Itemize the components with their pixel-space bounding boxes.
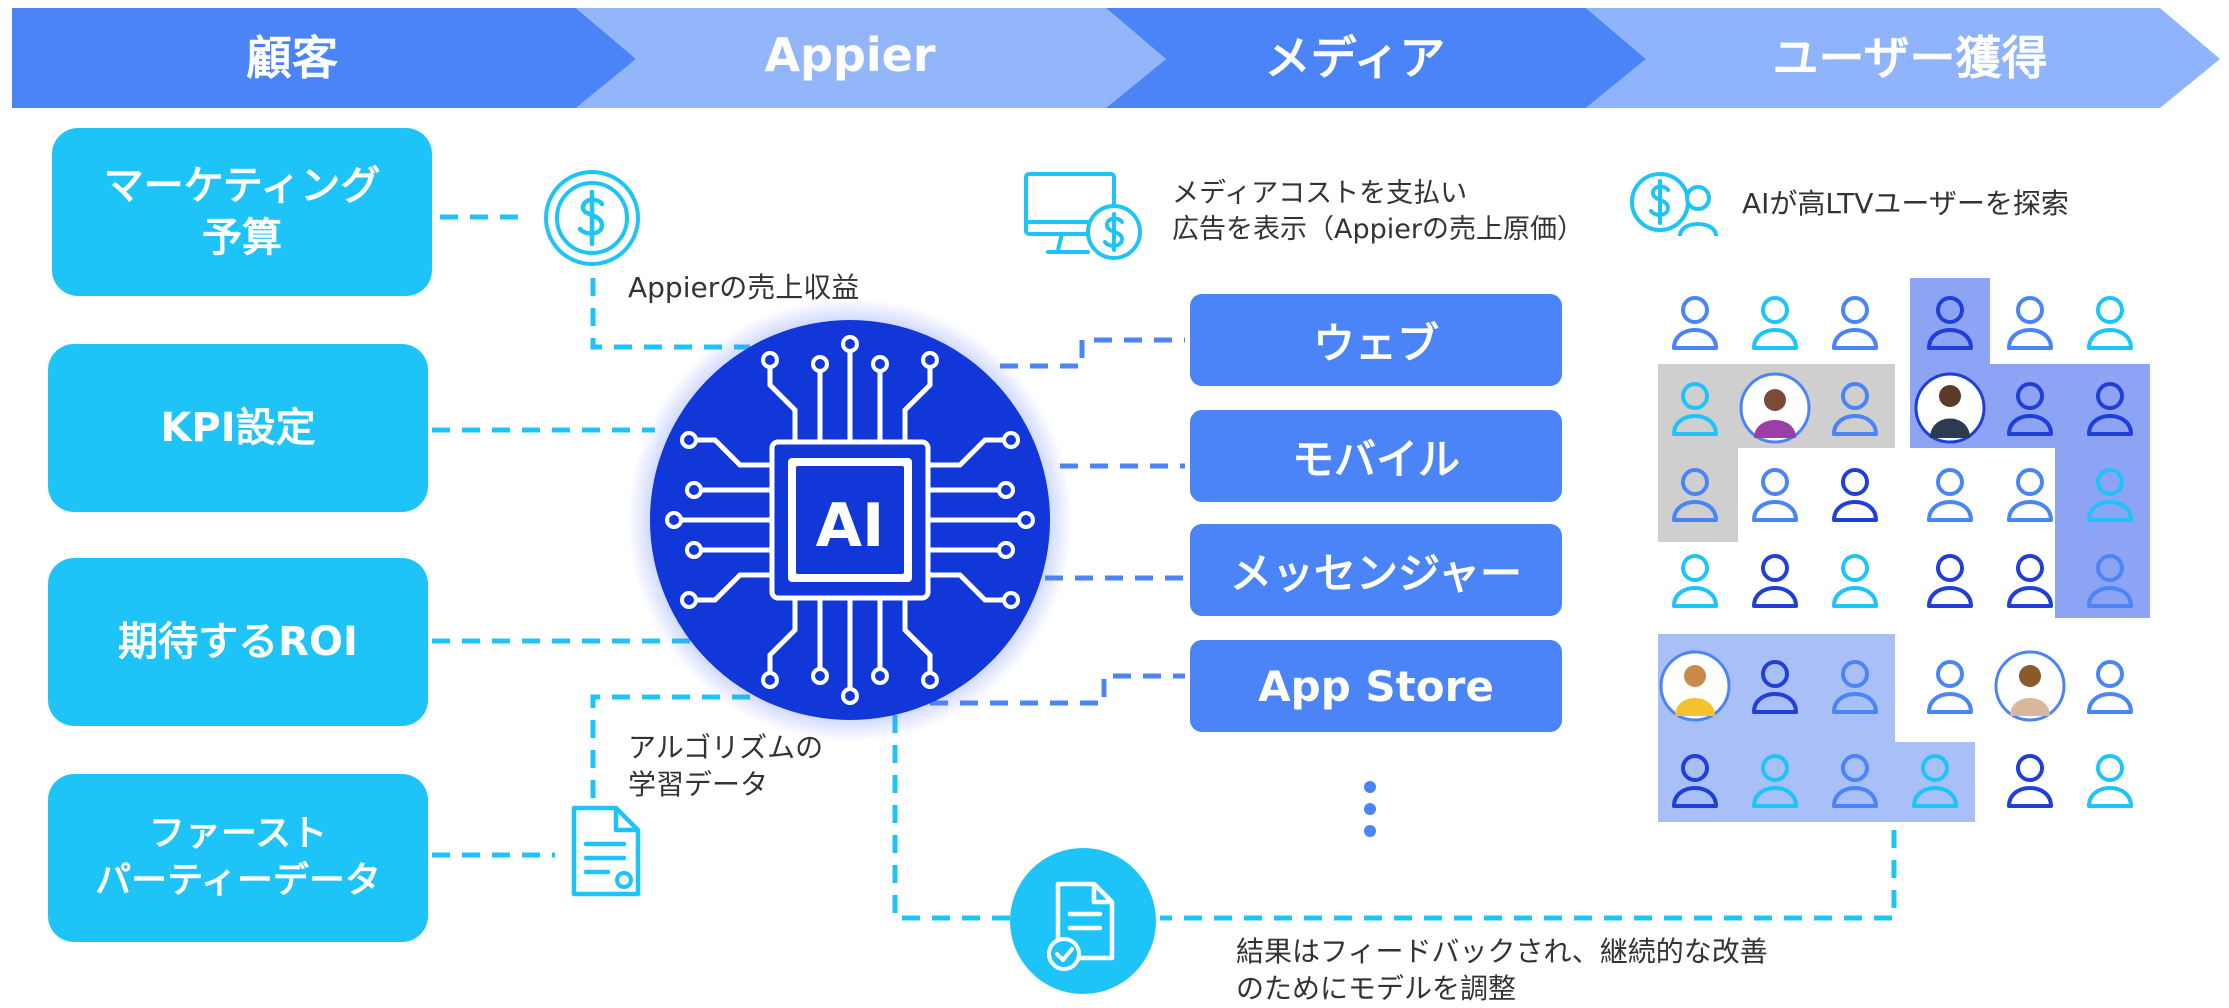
document-icon	[571, 805, 641, 897]
user-icon	[1752, 296, 1798, 350]
user-icon	[1752, 468, 1798, 522]
user-cluster-segment-light	[1658, 634, 1975, 822]
user-cluster-high-ltv	[1910, 278, 2150, 618]
user-icon	[1927, 554, 1973, 608]
user-icon	[2087, 754, 2133, 808]
header-step-customer: 顧客	[246, 31, 338, 85]
ai-chip-label: AI	[815, 491, 885, 561]
acquisition-caption: AIが高LTVユーザーを探索	[1742, 187, 2069, 220]
user-icon	[1672, 296, 1718, 350]
client-input-label: 期待するROI	[118, 619, 358, 665]
feedback-caption: 結果はフィードバックされ、継続的な改善 のためにモデルを調整	[1236, 935, 1768, 1005]
header-step-media: メディア	[1264, 31, 1446, 85]
user-cluster-segment-gray	[1658, 364, 1895, 542]
header-band	[12, 8, 2220, 108]
user-icon	[2087, 660, 2133, 714]
connector-ai-appstore	[930, 673, 1185, 706]
user-photo-avatar	[1914, 372, 1986, 444]
header-step-acquisition: ユーザー獲得	[1772, 31, 2048, 85]
user-icon	[2007, 554, 2053, 608]
user-icon	[1672, 554, 1718, 608]
header-step-appier-shape	[576, 8, 1166, 108]
connector-users-feedback	[1160, 830, 1897, 921]
dollar-coin-icon	[544, 170, 640, 266]
user-icon	[2087, 296, 2133, 350]
revenue-caption: Appierの売上収益	[628, 271, 860, 304]
client-input-label: ファースト パーティーデータ	[95, 813, 381, 901]
client-input-roi: 期待するROI	[48, 558, 428, 726]
user-icon	[1752, 554, 1798, 608]
user-icon	[2007, 296, 2053, 350]
user-grid	[1658, 278, 2150, 822]
user-photo-avatar	[1739, 372, 1811, 444]
user-icon	[1832, 554, 1878, 608]
client-input-first-party-data: ファースト パーティーデータ	[48, 774, 428, 942]
connector-ai-web	[1000, 337, 1185, 369]
connector-feedback-ai	[892, 712, 1010, 921]
user-icon	[1832, 296, 1878, 350]
client-input-label: KPI設定	[160, 405, 316, 451]
media-channel-mobile: モバイル	[1190, 410, 1562, 502]
client-input-label: マーケティング 予算	[103, 163, 381, 261]
header-step-acquisition-shape	[1586, 8, 2220, 108]
media-cost-caption: メディアコストを支払い 広告を表示（Appierの売上原価）	[1172, 178, 1584, 245]
user-photo-avatar	[1994, 650, 2066, 722]
header-step-customer-shape	[12, 8, 636, 108]
header-step-appier: Appier	[764, 28, 936, 82]
user-icon	[2007, 468, 2053, 522]
client-input-kpi: KPI設定	[48, 344, 428, 512]
client-input-marketing-budget: マーケティング 予算	[52, 128, 432, 296]
media-channel-web: ウェブ	[1190, 294, 1562, 386]
user-icon	[1832, 468, 1878, 522]
header-step-media-shape	[1106, 8, 1646, 108]
user-photo-avatar	[1659, 650, 1731, 722]
dollar-user-icon	[1630, 172, 1718, 237]
training-data-caption: アルゴリズムの 学習データ	[628, 731, 824, 801]
user-icon	[2007, 754, 2053, 808]
monitor-dollar-icon	[1024, 172, 1142, 260]
user-icon	[1927, 660, 1973, 714]
connector-coin-ai	[590, 278, 750, 350]
user-icon	[1927, 468, 1973, 522]
media-channel-messenger: メッセンジャー	[1190, 524, 1562, 616]
media-channel-app-store: App Store	[1190, 640, 1562, 732]
vertical-ellipsis-icon	[1364, 781, 1376, 837]
document-check-icon	[1010, 848, 1156, 994]
ai-chip-icon	[628, 300, 1072, 740]
